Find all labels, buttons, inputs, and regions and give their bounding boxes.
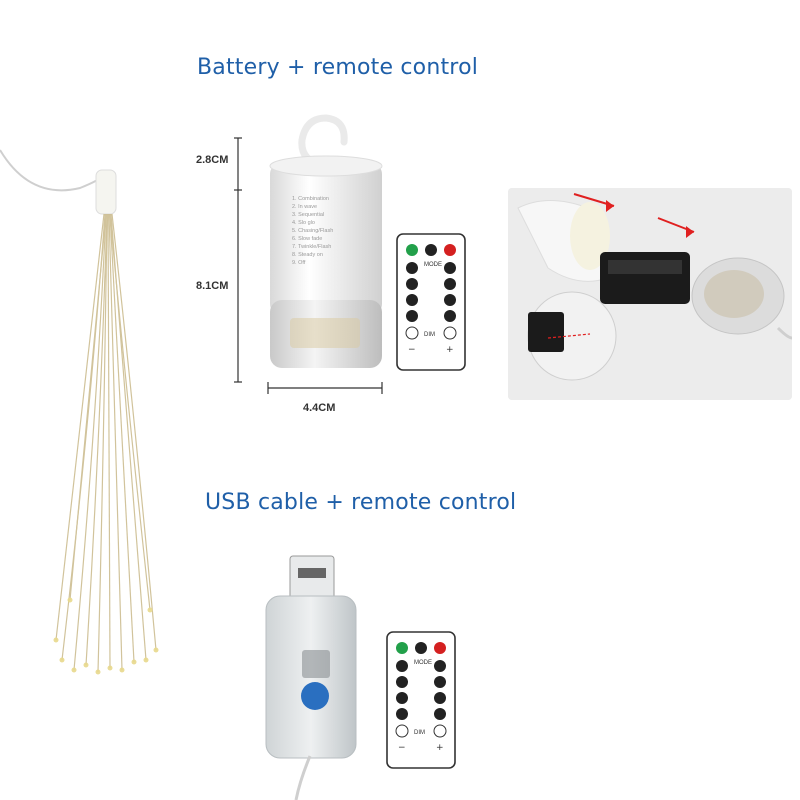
svg-text:+: + [436, 743, 444, 753]
svg-text:2. In wave: 2. In wave [292, 204, 317, 210]
svg-text:MODE: MODE [414, 660, 432, 666]
remote-control-battery: MODE DIM − + [396, 233, 466, 371]
svg-text:8. Steady on: 8. Steady on [292, 252, 323, 258]
svg-text:+: + [446, 345, 454, 355]
battery-holder-scene [508, 188, 792, 400]
battery-box: 1. Combination 2. In wave 3. Sequential … [269, 114, 383, 368]
svg-text:5. Chasing/Flash: 5. Chasing/Flash [292, 228, 333, 234]
svg-text:9. Off: 9. Off [292, 260, 306, 266]
svg-text:6. Slow fade: 6. Slow fade [292, 236, 322, 242]
cap-height-label: 2.8CM [196, 154, 229, 166]
width-label: 4.4CM [303, 402, 336, 414]
battery-title: Battery + remote control [197, 55, 479, 80]
battery-holder-photo [508, 188, 792, 400]
svg-text:−: − [398, 743, 406, 753]
svg-text:7. Twinkle/Flash: 7. Twinkle/Flash [292, 244, 331, 250]
svg-text:DIM: DIM [424, 332, 435, 338]
usb-title: USB cable + remote control [205, 490, 517, 515]
svg-text:DIM: DIM [414, 730, 425, 736]
svg-text:MODE: MODE [424, 262, 442, 268]
usb-dongle [265, 555, 357, 800]
svg-text:−: − [408, 345, 416, 355]
dimension-lines [234, 137, 383, 394]
svg-text:4. Slo glo: 4. Slo glo [292, 220, 315, 226]
remote-control-usb: MODE DIM − + [386, 631, 456, 769]
svg-text:1. Combination: 1. Combination [292, 196, 329, 202]
svg-text:3. Sequential: 3. Sequential [292, 212, 324, 218]
body-height-label: 8.1CM [196, 280, 229, 292]
fairy-lights [0, 149, 159, 675]
